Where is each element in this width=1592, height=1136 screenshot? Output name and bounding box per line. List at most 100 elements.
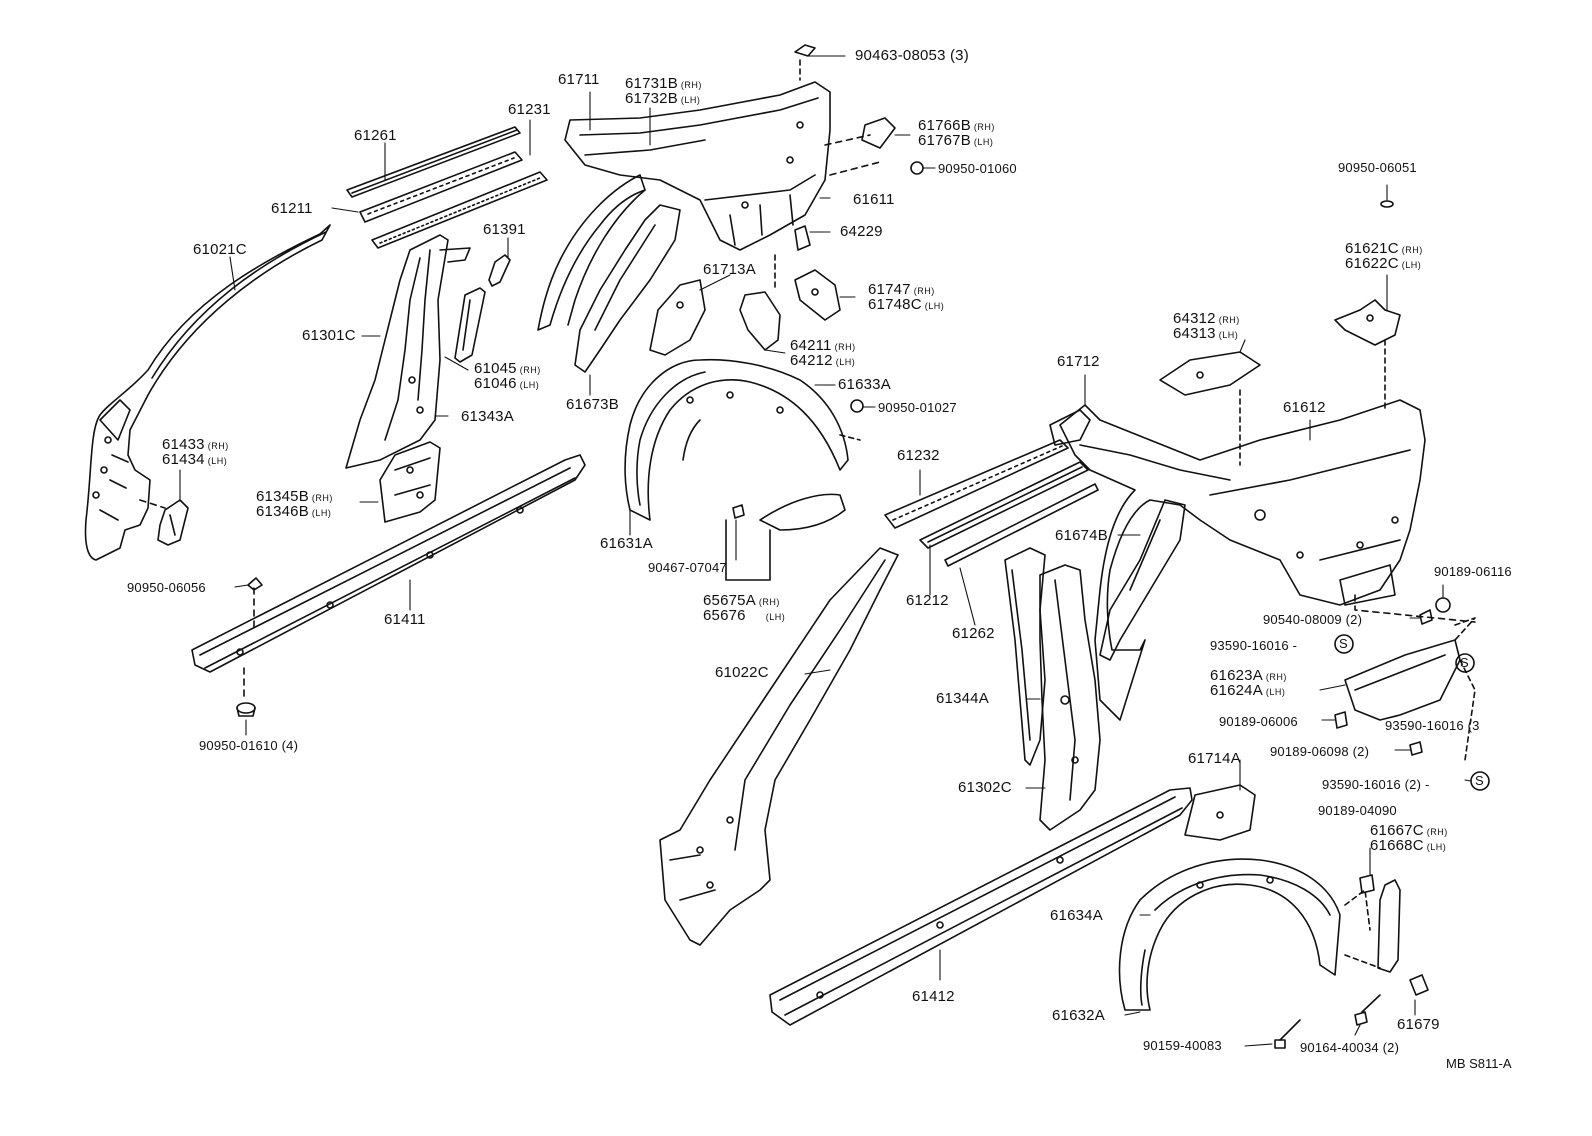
- clip-90189-06006: [1334, 711, 1348, 729]
- label-61612: 61612: [1283, 399, 1326, 416]
- clip-61679: [1409, 974, 1429, 996]
- center-pillar-reinforcement-61301C: [345, 234, 471, 469]
- label-61679: 61679: [1397, 1016, 1440, 1033]
- label-90159-40083: 90159-40083: [1143, 1038, 1222, 1053]
- label-90164-40034: 90164-40034 (2): [1300, 1040, 1400, 1055]
- label-61021C: 61021C: [193, 241, 247, 258]
- label-61211: 61211: [271, 200, 313, 217]
- clip-90189-06116: [1435, 597, 1451, 613]
- label-61622C: 61622C(LH): [1345, 255, 1422, 272]
- label-90950-06051: 90950-06051: [1338, 160, 1417, 175]
- label-61711: 61711: [558, 71, 600, 88]
- hole-plug-90950-01060: [910, 161, 924, 175]
- label-90467-07047: 90467-07047: [648, 560, 727, 575]
- s-marker-2: [1455, 653, 1475, 673]
- center-pillar-reinforcement-61302C: [1039, 564, 1101, 831]
- clip-64229: [794, 225, 811, 251]
- label-61732B: 61732B(LH): [625, 90, 701, 107]
- s-marker-1: [1334, 634, 1354, 654]
- front-pillar-outer-61021C: [84, 224, 331, 561]
- label-61621C: 61621C(RH): [1345, 240, 1423, 257]
- label-93590-16016-c: 93590-16016 (2) -: [1322, 777, 1430, 792]
- hole-plug-90950-01610: [236, 702, 256, 717]
- label-90950-01610: 90950-01610 (4): [199, 738, 299, 753]
- label-61673B: 61673B: [566, 396, 619, 413]
- label-61022C: 61022C: [715, 664, 769, 681]
- label-90950-06056: 90950-06056: [127, 580, 206, 595]
- label-61667C: 61667C(RH): [1370, 822, 1448, 839]
- leader-lines: [179, 55, 1472, 1047]
- label-61391: 61391: [483, 221, 526, 238]
- label-61623A: 61623A(RH): [1210, 667, 1287, 684]
- label-61624A: 61624A(LH): [1210, 682, 1286, 699]
- bracket-61667C: [1344, 879, 1401, 973]
- label-93590-16016-b: 93590-16016 (3: [1385, 718, 1480, 733]
- center-pillar-inner-61344A: [1004, 547, 1046, 766]
- label-61668C: 61668C(LH): [1370, 837, 1447, 854]
- roof-rail-outer-61212: [919, 461, 1089, 549]
- label-61434: 61434(LH): [162, 451, 228, 468]
- s-marker-2-text: S: [1460, 655, 1469, 670]
- label-90540-08009: 90540-08009 (2): [1263, 612, 1363, 627]
- hole-plug-90950-01027: [850, 399, 864, 413]
- roof-rail-inner-61262: [944, 483, 1099, 567]
- label-90950-01027: 90950-01027: [878, 400, 957, 415]
- label-65675A: 65675A(RH): [703, 592, 780, 609]
- shield-65675A: [759, 493, 846, 531]
- label-61302C: 61302C: [958, 779, 1012, 796]
- label-90950-01060: 90950-01060: [938, 161, 1017, 176]
- label-61046: 61046(LH): [474, 375, 540, 392]
- label-61232: 61232: [897, 447, 940, 464]
- label-61674B: 61674B: [1055, 527, 1108, 544]
- s-marker-1-text: S: [1339, 636, 1348, 651]
- label-61714A: 61714A: [1188, 750, 1241, 767]
- label-61767B: 61767B(LH): [918, 132, 994, 149]
- quarter-panel-61612: [1059, 339, 1476, 721]
- label-61412: 61412: [912, 988, 955, 1005]
- bracket-64211: [739, 291, 781, 351]
- label-64212: 64212(LH): [790, 352, 856, 369]
- label-61748C: 61748C(LH): [868, 296, 945, 313]
- nut-90540-08009: [1419, 609, 1433, 625]
- label-64211: 64211(RH): [790, 337, 856, 354]
- label-90189-06116: 90189-06116: [1434, 564, 1512, 579]
- label-61301C: 61301C: [302, 327, 356, 344]
- rocker-panel-61411: [191, 454, 586, 701]
- roof-side-inner-61232: [884, 439, 1069, 529]
- label-61712: 61712: [1057, 353, 1100, 370]
- screw-90164-40034: [1354, 994, 1381, 1026]
- label-61231: 61231: [508, 101, 551, 118]
- label-61343A: 61343A: [461, 408, 514, 425]
- quarter-panel-inner-61673B: [574, 204, 681, 373]
- quarter-wheel-housing-outer-61711: [537, 174, 646, 331]
- bracket-61621C: [1334, 299, 1401, 346]
- clip-90189-06098: [1409, 741, 1423, 756]
- roof-side-inner-61231: [371, 171, 548, 249]
- roof-rail-inner-61261: [346, 126, 521, 198]
- quarter-inner-61712: [1049, 409, 1091, 446]
- clip-90189-04090: [1359, 874, 1375, 894]
- label-61731B: 61731B(RH): [625, 75, 702, 92]
- bracket-61747: [794, 269, 841, 321]
- bracket-61766B: [861, 117, 896, 149]
- label-61633A: 61633A: [838, 376, 891, 393]
- bracket-61714A: [1184, 784, 1256, 841]
- clip-90463-08053: [794, 44, 816, 57]
- label-65676: 65676(LH): [703, 607, 786, 624]
- pillar-patch-61391: [488, 254, 511, 287]
- label-61261: 61261: [354, 127, 397, 144]
- center-pillar-reinforcement-61045: [454, 287, 486, 363]
- label-61262: 61262: [952, 625, 995, 642]
- label-61045: 61045(RH): [474, 360, 541, 377]
- label-61345B: 61345B(RH): [256, 488, 333, 505]
- roof-rail-outer-61211: [359, 151, 523, 223]
- hole-plug-90950-06056: [247, 577, 263, 591]
- label-61713A: 61713A: [703, 261, 756, 278]
- label-90189-06098: 90189-06098 (2): [1270, 744, 1370, 759]
- label-61611: 61611: [853, 191, 895, 208]
- center-pillar-lower-61345B: [379, 441, 441, 523]
- label-90463-08053: 90463-08053 (3): [855, 47, 969, 64]
- screw-90159-40083: [1274, 1019, 1301, 1049]
